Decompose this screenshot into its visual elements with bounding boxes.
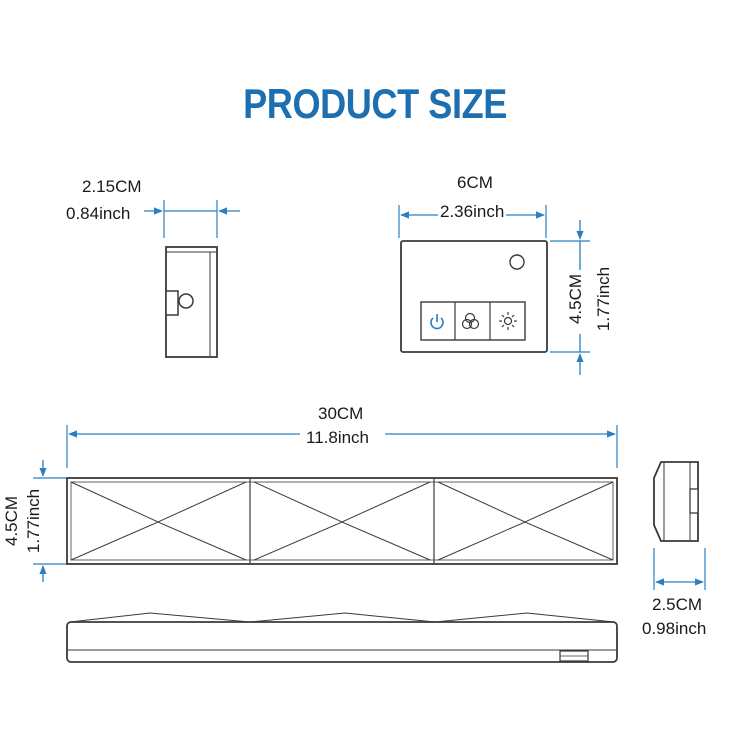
panel-height-inch-label: 1.77inch bbox=[594, 266, 613, 332]
end-depth-inch-label: 0.98inch bbox=[642, 619, 707, 638]
page-title: PRODUCT SIZE bbox=[243, 80, 507, 127]
control-panel-view bbox=[398, 205, 590, 375]
brightness-icon bbox=[499, 312, 517, 330]
color-temperature-icon bbox=[461, 312, 480, 330]
power-icon bbox=[430, 314, 444, 330]
end-depth-cm-label: 2.5CM bbox=[652, 595, 703, 614]
side-button-icon bbox=[178, 293, 194, 309]
side-width-inch-label: 0.84inch bbox=[66, 204, 131, 223]
bar-end-view bbox=[653, 461, 706, 590]
sensor-icon bbox=[509, 254, 525, 270]
bar-front-view bbox=[33, 460, 618, 582]
panel-height-cm-label: 4.5CM bbox=[566, 273, 585, 325]
bar-length-cm-label: 30CM bbox=[318, 404, 364, 423]
panel-width-cm-label: 6CM bbox=[457, 173, 493, 192]
panel-width-inch-label: 2.36inch bbox=[438, 201, 507, 223]
side-width-cm-label: 2.15CM bbox=[82, 177, 142, 196]
bar-bottom-view bbox=[66, 612, 618, 663]
bar-length-inch-label: 11.8inch bbox=[306, 428, 370, 447]
bar-height-inch-label: 1.77inch bbox=[24, 488, 43, 554]
side-profile-view bbox=[144, 200, 240, 358]
bar-length-dimension bbox=[66, 425, 618, 468]
bar-height-cm-label: 4.5CM bbox=[2, 495, 21, 547]
